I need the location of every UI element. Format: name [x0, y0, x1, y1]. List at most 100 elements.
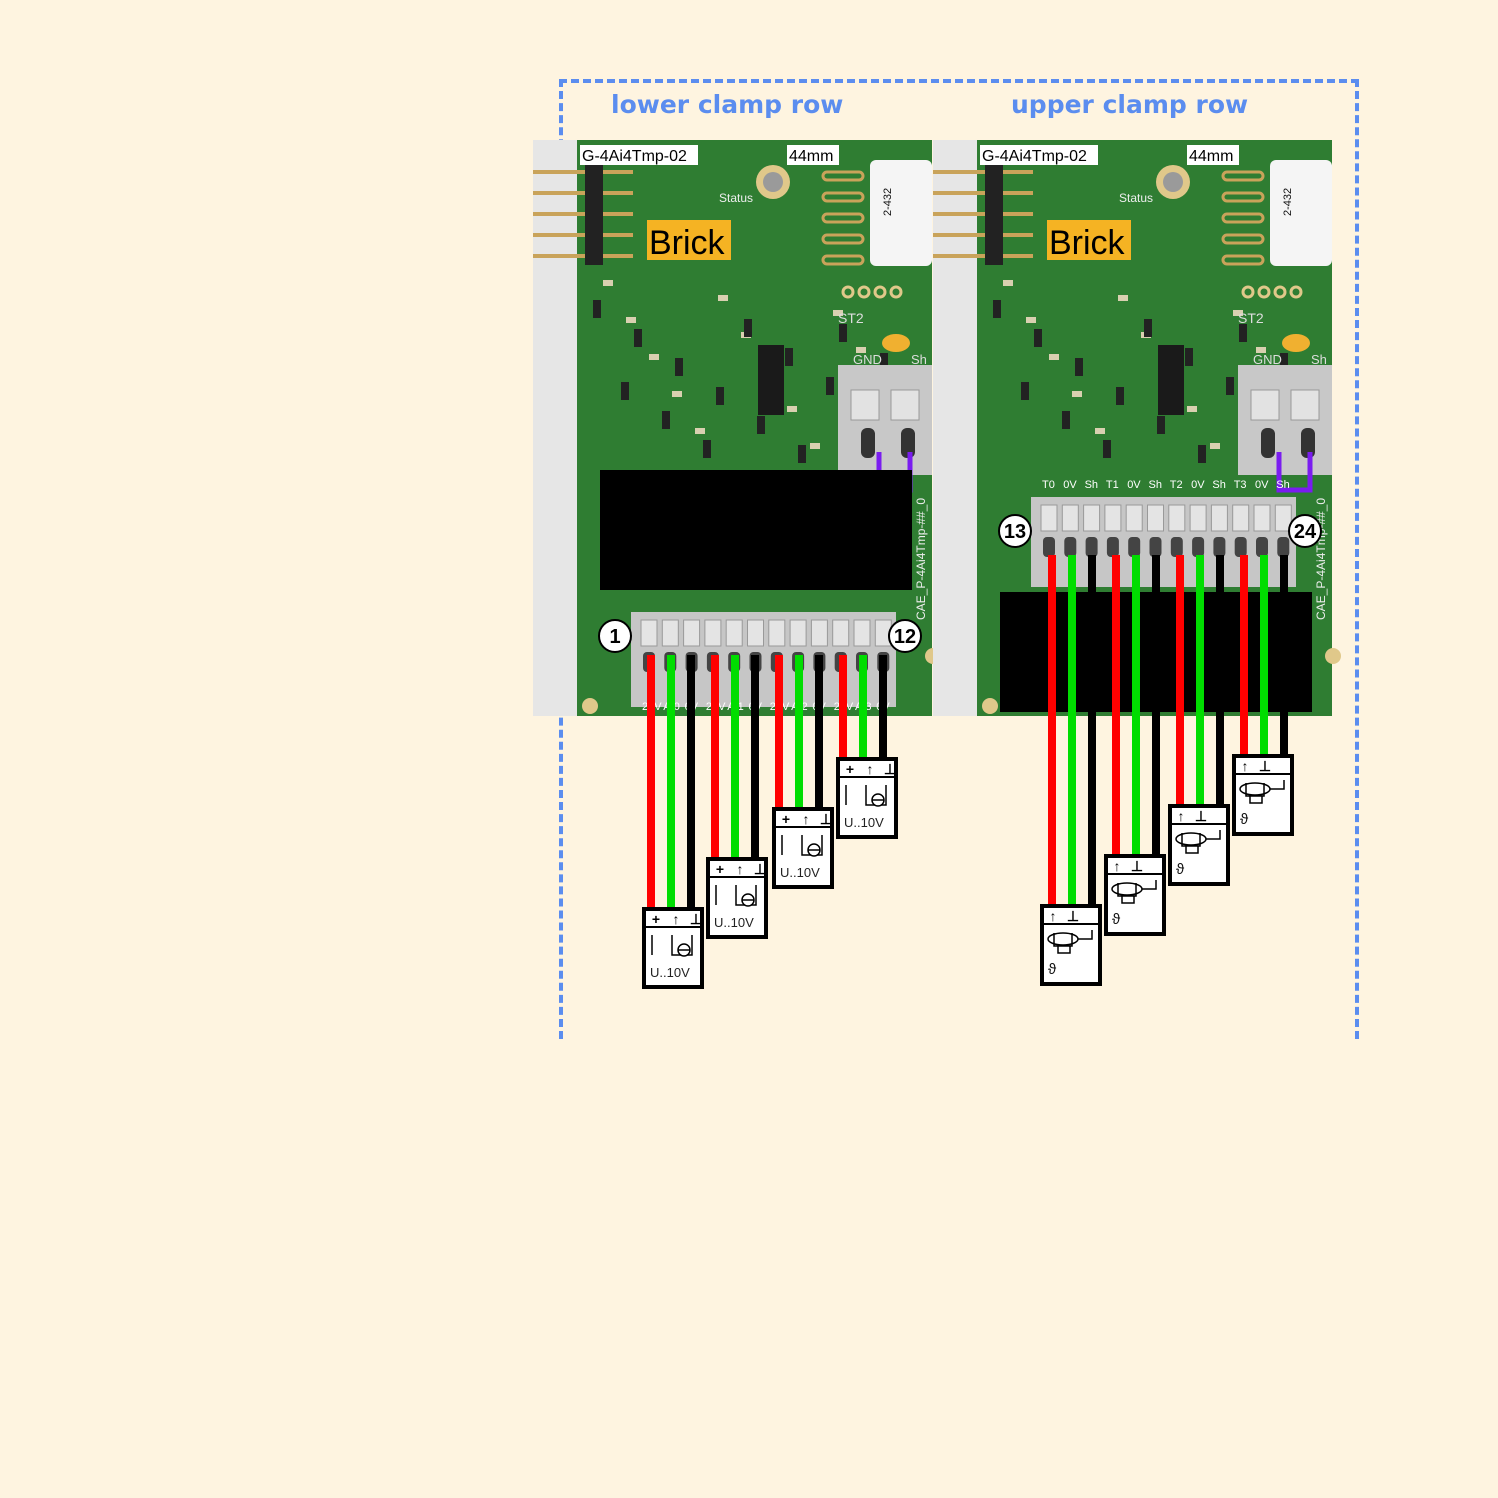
smd-component [1003, 280, 1013, 286]
smd-component [634, 329, 642, 347]
smd-component [1072, 391, 1082, 397]
header-pin [933, 170, 1033, 174]
smd-component [1239, 324, 1247, 342]
header-pin [933, 254, 1033, 258]
board-mount-strip [933, 140, 977, 716]
terminal-lever [1189, 504, 1207, 532]
voltage-sensor-icon [651, 935, 693, 957]
terminal-number-first: 13 [1004, 521, 1026, 543]
terminal-lever [1210, 504, 1228, 532]
terminal-lever [810, 619, 828, 647]
mount-hole-center [1163, 172, 1183, 192]
smd-component [1157, 416, 1165, 434]
upper-clamp-row-title: upper clamp row [1011, 90, 1249, 119]
terminal-lever [1168, 504, 1186, 532]
voltage-sensor-label: U..10V [714, 915, 754, 930]
terminal-symbol: ↑ [673, 911, 680, 927]
terminal-lever [1147, 504, 1164, 532]
terminal-label: 0V [1191, 479, 1205, 491]
smd-component [757, 416, 765, 434]
side-text: CAE_P-4Ai4Tmp-##_0 [914, 498, 928, 620]
terminal-lever [747, 619, 764, 647]
smd-component [1026, 317, 1036, 323]
header-pad [1221, 212, 1265, 224]
smd-component [798, 445, 806, 463]
solder-pad [873, 285, 887, 299]
sh-label: Sh [1311, 352, 1327, 367]
smd-component [1233, 310, 1243, 316]
terminal-lever [853, 619, 871, 647]
header-pin [933, 233, 1033, 237]
voltage-sensor-3: +↑⊥U..10V [772, 807, 834, 889]
smd-component [810, 443, 820, 449]
terminal-lever [768, 619, 786, 647]
header-pin [533, 170, 633, 174]
terminal-symbol: ⊥ [690, 911, 702, 927]
header-pin [933, 212, 1033, 216]
terminal-symbol: ↑ [803, 811, 810, 827]
smd-component [695, 428, 705, 434]
status-label: Status [1119, 191, 1153, 205]
shield-jumper [1276, 452, 1313, 493]
terminal-lever [1274, 504, 1292, 532]
model-label: G-4Ai4Tmp-02 [982, 148, 1087, 165]
voltage-sensor-icon [845, 785, 887, 807]
icon-element [1057, 945, 1071, 954]
brick-label-bg [1047, 220, 1131, 260]
icon-element [1249, 795, 1263, 804]
terminal-symbol: + [782, 811, 790, 827]
smd-component [787, 406, 797, 412]
mount-hole-center [763, 172, 783, 192]
header-pad [821, 191, 865, 203]
terminal-symbol: ↑ [1242, 758, 1249, 774]
terminal-number-badge [888, 619, 922, 653]
icon-element [1185, 845, 1199, 854]
terminal-lever [725, 619, 743, 647]
smd-component [716, 387, 724, 405]
terminal-symbol: ⊥ [1131, 858, 1143, 874]
icon-element [1121, 895, 1135, 904]
temperature-sensor-label: ϑ [1112, 911, 1121, 928]
smd-component [1185, 348, 1193, 366]
temperature-sensor-label: ϑ [1176, 861, 1185, 878]
terminal-slot [1085, 537, 1098, 557]
width-label: 44mm [1189, 148, 1233, 165]
component-label: 2-432 [1282, 188, 1294, 216]
voltage-sensor-4: +↑⊥U..10V [836, 757, 898, 839]
temperature-sensor-2: ↑⊥ϑ [1104, 854, 1166, 936]
terminal-number-first: 1 [609, 626, 620, 648]
terminal-label: 0V [1063, 479, 1077, 491]
terminal-symbol: ↑ [1178, 808, 1185, 824]
terminal-label: Sh [1276, 479, 1289, 491]
terminal-slot [1064, 537, 1077, 557]
smd-component [1116, 387, 1124, 405]
terminal-number-last: 12 [894, 626, 916, 648]
pin-header [585, 165, 603, 265]
ic-chip [1158, 345, 1184, 415]
terminal-lever [683, 619, 701, 647]
smd-component [1198, 445, 1206, 463]
solder-pad [1241, 285, 1255, 299]
smd-component [1226, 377, 1234, 395]
terminal-slot [1128, 537, 1141, 557]
smd-component [993, 300, 1001, 318]
terminal-lever [1083, 504, 1101, 532]
smd-component [1187, 406, 1197, 412]
solder-pad [1273, 285, 1287, 299]
terminal-symbol: ⊥ [820, 811, 832, 827]
st-label: ST2 [1238, 310, 1264, 326]
smd-component [1144, 319, 1152, 337]
terminal-label: Sh [1212, 479, 1225, 491]
smd-component [785, 348, 793, 366]
header-pin [533, 233, 633, 237]
terminal-symbol: ⊥ [884, 761, 896, 777]
terminal-symbol: + [846, 761, 854, 777]
header-pad [821, 233, 865, 245]
terminal-slot [1149, 537, 1162, 557]
temperature-sensor-4: ↑⊥ϑ [1232, 754, 1294, 836]
terminal-label: Sh [1085, 479, 1098, 491]
terminal-lever [789, 619, 807, 647]
shield-clamp-lever [850, 389, 880, 421]
brick-label: Brick [1049, 224, 1126, 262]
